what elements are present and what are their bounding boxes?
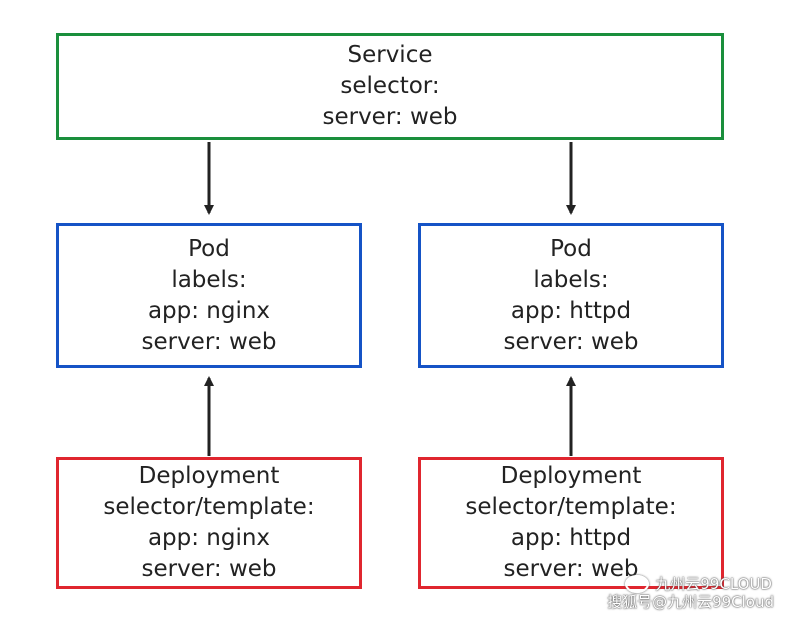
service-box: Service selector: server: web [56, 33, 724, 140]
deployment-box-nginx: Deployment selector/template: app: nginx… [56, 457, 362, 589]
deployment-selector-label: selector/template: [465, 494, 677, 520]
wechat-icon [625, 574, 650, 593]
watermark: 九州云99CLOUD [625, 573, 772, 594]
pod-label-server: server: web [503, 328, 639, 355]
pod-label-app: app: httpd [510, 297, 632, 324]
watermark-line2: 搜狐号@九州云99Cloud [607, 593, 774, 611]
pod-box-httpd: Pod labels: app: httpd server: web [418, 223, 724, 368]
deployment-label-server: server: web [503, 556, 639, 582]
deployment-label-app: app: httpd [510, 525, 632, 551]
deployment-box-httpd: Deployment selector/template: app: httpd… [418, 457, 724, 589]
pod-labels-label: labels: [533, 266, 609, 293]
deployment-selector-label: selector/template: [103, 494, 315, 520]
pod-label-app: app: nginx [147, 297, 271, 324]
deployment-title: Deployment [500, 463, 642, 489]
watermark-line1: 九州云99CLOUD [655, 575, 772, 593]
pod-label-server: server: web [141, 328, 277, 355]
deployment-title: Deployment [138, 463, 280, 489]
pod-title: Pod [550, 235, 592, 262]
pod-title: Pod [188, 235, 230, 262]
service-selector-value: server: web [322, 104, 458, 130]
pod-box-nginx: Pod labels: app: nginx server: web [56, 223, 362, 368]
service-title: Service [347, 42, 433, 68]
pod-labels-label: labels: [171, 266, 247, 293]
service-selector-label: selector: [340, 73, 440, 99]
deployment-label-server: server: web [141, 556, 277, 582]
deployment-label-app: app: nginx [147, 525, 271, 551]
